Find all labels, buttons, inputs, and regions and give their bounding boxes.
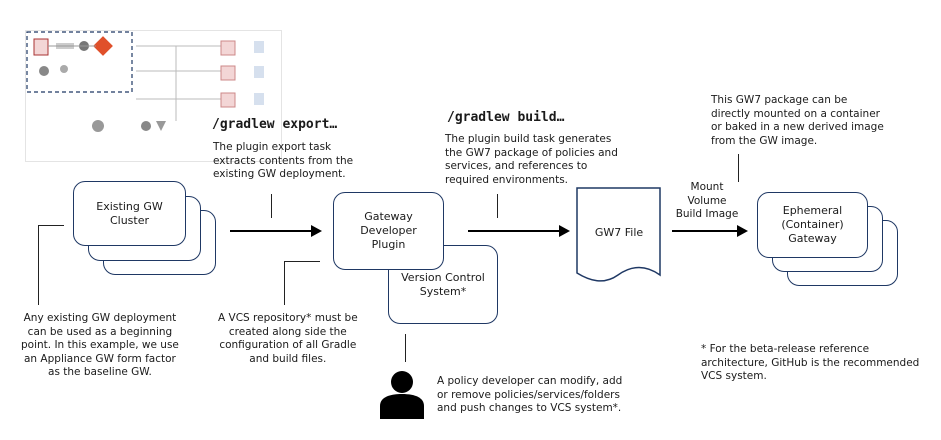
existing-gw-note: Any existing GW deployment can be used a… xyxy=(21,312,179,378)
developer-callout-line xyxy=(405,334,406,362)
arrowhead-cluster-to-plugin xyxy=(311,225,322,237)
build-task-note: The plugin build task generates the GW7 … xyxy=(445,133,618,186)
gw7-file-label: GW7 File xyxy=(594,226,644,239)
beta-footnote: * For the beta-release reference archite… xyxy=(701,343,920,382)
vcs-repository-note: A VCS repository* must be created along … xyxy=(218,312,358,365)
vcs-callout-line-v xyxy=(284,261,285,305)
export-callout-line xyxy=(271,194,272,218)
cluster-callout-line-v xyxy=(38,225,39,305)
arrow-cluster-to-plugin xyxy=(230,230,312,232)
existing-gw-cluster-box xyxy=(73,181,186,246)
policy-developer-note: A policy developer can modify, add or re… xyxy=(437,375,623,414)
ephemeral-gateway-label: Ephemeral (Container) Gateway xyxy=(781,204,844,245)
export-task-note: The plugin export task extracts contents… xyxy=(213,141,354,180)
vcs-callout-line-h xyxy=(284,261,320,262)
gw7-package-note: This GW7 package can be directly mounted… xyxy=(711,94,884,147)
export-command: /gradlew export… xyxy=(212,117,338,132)
gw7-file-shape xyxy=(576,187,661,282)
gateway-developer-plugin-box xyxy=(333,192,444,270)
vcs-label: Version Control System* xyxy=(401,271,485,298)
ephemeral-gateway-box xyxy=(757,192,868,258)
arrow-plugin-to-gw7 xyxy=(468,230,560,232)
arrowhead-gw7-to-ephemeral xyxy=(737,225,748,237)
gateway-developer-plugin-label: Gateway Developer Plugin xyxy=(360,210,417,251)
build-command: /gradlew build… xyxy=(447,110,565,125)
existing-gw-cluster-label: Existing GW Cluster xyxy=(96,199,163,227)
architecture-thumbnail xyxy=(25,30,282,162)
build-callout-line xyxy=(497,194,498,218)
mount-volume-label: Mount Volume Build Image xyxy=(675,181,739,220)
arrowhead-plugin-to-gw7 xyxy=(559,225,570,237)
arrow-gw7-to-ephemeral xyxy=(672,230,738,232)
architecture-thumbnail-graphic xyxy=(26,31,264,132)
person-icon xyxy=(380,371,424,419)
cluster-callout-line-h xyxy=(38,225,64,226)
gw7-callout-line xyxy=(738,154,739,182)
